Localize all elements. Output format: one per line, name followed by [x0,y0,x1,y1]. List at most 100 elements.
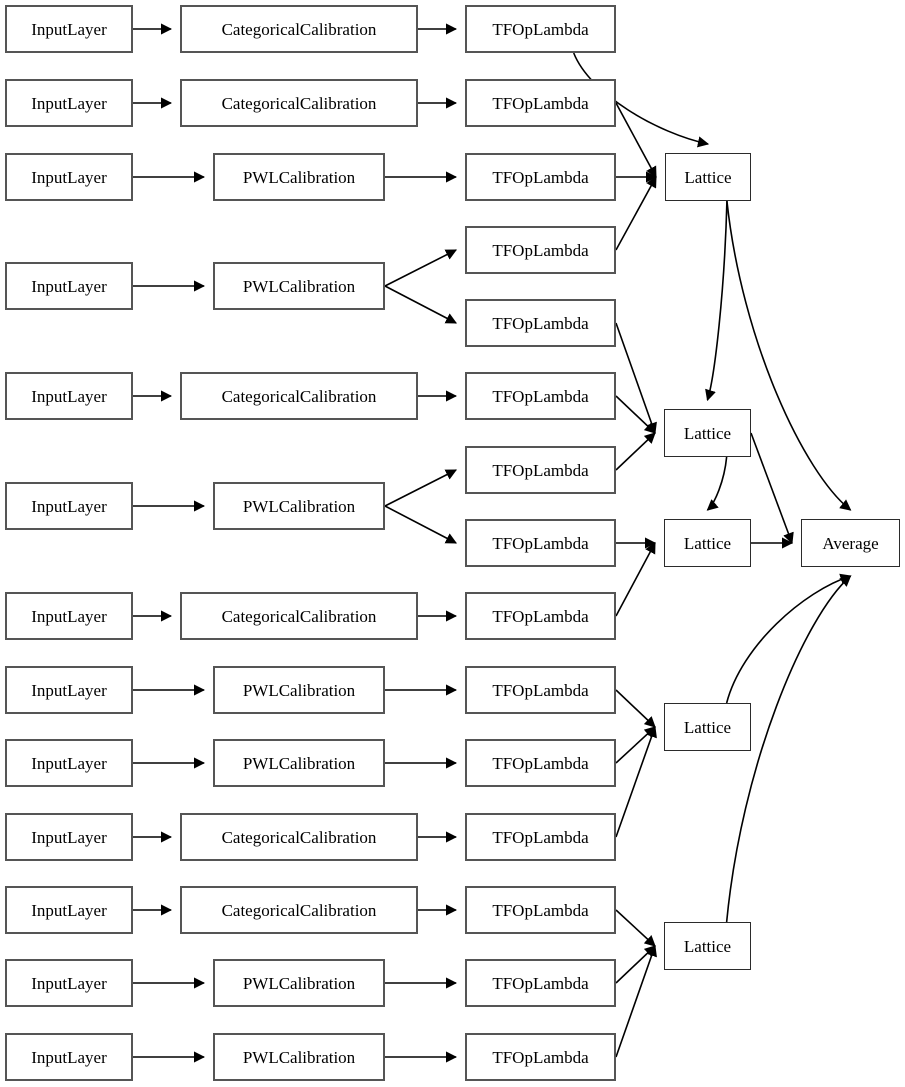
graph-node-label: InputLayer [31,753,107,773]
graph-node-lat2[interactable]: Lattice [664,409,751,457]
graph-node-label: CategoricalCalibration [221,900,377,920]
graph-node-label: TFOpLambda [492,680,589,700]
graph-node-cal3[interactable]: PWLCalibration [213,153,385,201]
graph-edge-op10-to-lat4 [615,689,656,728]
graph-node-cal6[interactable]: PWLCalibration [213,482,385,530]
graph-node-label: InputLayer [31,680,107,700]
graph-node-label: InputLayer [31,973,107,993]
graph-edge-lat2-to-avg [750,432,794,545]
graph-node-op2[interactable]: TFOpLambda [465,79,616,127]
graph-node-in7[interactable]: InputLayer [5,592,133,640]
graph-edge-op6-to-lat2 [615,395,656,434]
graph-node-lat4[interactable]: Lattice [664,703,751,751]
graph-node-label: Lattice [683,717,732,737]
graph-node-label: TFOpLambda [492,167,589,187]
graph-node-label: TFOpLambda [492,313,589,333]
graph-node-op1[interactable]: TFOpLambda [465,5,616,53]
graph-node-in8[interactable]: InputLayer [5,666,133,714]
graph-node-cal11[interactable]: CategoricalCalibration [180,886,418,934]
graph-node-in12[interactable]: InputLayer [5,959,133,1007]
graph-node-label: CategoricalCalibration [221,93,377,113]
graph-node-in9[interactable]: InputLayer [5,739,133,787]
graph-node-label: InputLayer [31,496,107,516]
graph-node-op10[interactable]: TFOpLambda [465,666,616,714]
graph-edge-lat4-to-avg [725,573,852,704]
graph-edge-op9-to-lat3 [615,542,656,617]
graph-node-cal2[interactable]: CategoricalCalibration [180,79,418,127]
graph-node-label: InputLayer [31,827,107,847]
graph-node-cal5[interactable]: CategoricalCalibration [180,372,418,420]
graph-node-label: InputLayer [31,19,107,39]
graph-node-label: PWLCalibration [242,1047,356,1067]
graph-node-cal7[interactable]: CategoricalCalibration [180,592,418,640]
graph-node-label: Average [822,533,879,553]
graph-node-in11[interactable]: InputLayer [5,886,133,934]
graph-node-label: Lattice [684,167,732,187]
graph-node-in4[interactable]: InputLayer [5,262,133,310]
graph-edge-op15-to-lat5 [615,944,657,1058]
graph-node-lat1[interactable]: Lattice [665,153,751,201]
graph-node-lat5[interactable]: Lattice [664,922,751,970]
graph-node-in10[interactable]: InputLayer [5,813,133,861]
graph-node-label: PWLCalibration [242,680,356,700]
graph-node-label: TFOpLambda [492,386,589,406]
graph-node-op12[interactable]: TFOpLambda [465,813,616,861]
graph-node-label: TFOpLambda [492,973,589,993]
graph-node-op6[interactable]: TFOpLambda [465,372,616,420]
graph-node-in5[interactable]: InputLayer [5,372,133,420]
graph-node-op8[interactable]: TFOpLambda [465,519,616,567]
graph-node-label: InputLayer [31,167,107,187]
graph-node-label: PWLCalibration [242,167,356,187]
graph-node-in3[interactable]: InputLayer [5,153,133,201]
graph-node-label: PWLCalibration [242,973,356,993]
graph-node-op14[interactable]: TFOpLambda [465,959,616,1007]
graph-node-in6[interactable]: InputLayer [5,482,133,530]
graph-node-label: TFOpLambda [492,827,589,847]
graph-node-label: TFOpLambda [492,606,589,626]
graph-edge-op4-to-lat1 [615,176,657,251]
graph-node-label: InputLayer [31,276,107,296]
graph-edge-op12-to-lat4 [615,725,657,838]
graph-node-lat3[interactable]: Lattice [664,519,751,567]
graph-node-avg[interactable]: Average [801,519,900,567]
graph-node-op7[interactable]: TFOpLambda [465,446,616,494]
graph-node-label: InputLayer [31,900,107,920]
graph-node-cal12[interactable]: PWLCalibration [213,959,385,1007]
graph-node-label: TFOpLambda [492,460,589,480]
graph-node-op13[interactable]: TFOpLambda [465,886,616,934]
graph-node-label: TFOpLambda [492,533,589,553]
graph-node-op3[interactable]: TFOpLambda [465,153,616,201]
graph-edge-lat5-to-avg [725,575,852,923]
graph-edge-op5-to-lat2 [615,322,657,435]
graph-node-in13[interactable]: InputLayer [5,1033,133,1081]
graph-node-op4[interactable]: TFOpLambda [465,226,616,274]
graph-node-cal9[interactable]: PWLCalibration [213,739,385,787]
graph-edge-lat2-to-lat3 [706,456,728,511]
graph-node-label: CategoricalCalibration [221,19,377,39]
graph-node-in2[interactable]: InputLayer [5,79,133,127]
graph-node-op11[interactable]: TFOpLambda [465,739,616,787]
graph-edge-op2-to-lat1 [615,102,657,178]
graph-node-label: TFOpLambda [492,1047,589,1067]
graph-node-label: PWLCalibration [242,496,356,516]
graph-edge-cal6-to-op8 [384,505,457,544]
graph-node-op15[interactable]: TFOpLambda [465,1033,616,1081]
graph-node-in1[interactable]: InputLayer [5,5,133,53]
graph-node-cal13[interactable]: PWLCalibration [213,1033,385,1081]
graph-node-cal10[interactable]: CategoricalCalibration [180,813,418,861]
graph-edge-cal4-to-op5 [384,285,457,324]
graph-node-cal8[interactable]: PWLCalibration [213,666,385,714]
graph-edge-op7-to-lat2 [615,432,656,471]
graph-node-cal1[interactable]: CategoricalCalibration [180,5,418,53]
graph-edge-lat1-to-avg [726,200,852,511]
graph-node-label: InputLayer [31,93,107,113]
graph-node-label: CategoricalCalibration [221,827,377,847]
graph-node-op9[interactable]: TFOpLambda [465,592,616,640]
graph-node-label: TFOpLambda [492,753,589,773]
graph-node-cal4[interactable]: PWLCalibration [213,262,385,310]
graph-node-label: Lattice [683,533,732,553]
graph-edge-op13-to-lat5 [615,909,656,947]
graph-node-op5[interactable]: TFOpLambda [465,299,616,347]
